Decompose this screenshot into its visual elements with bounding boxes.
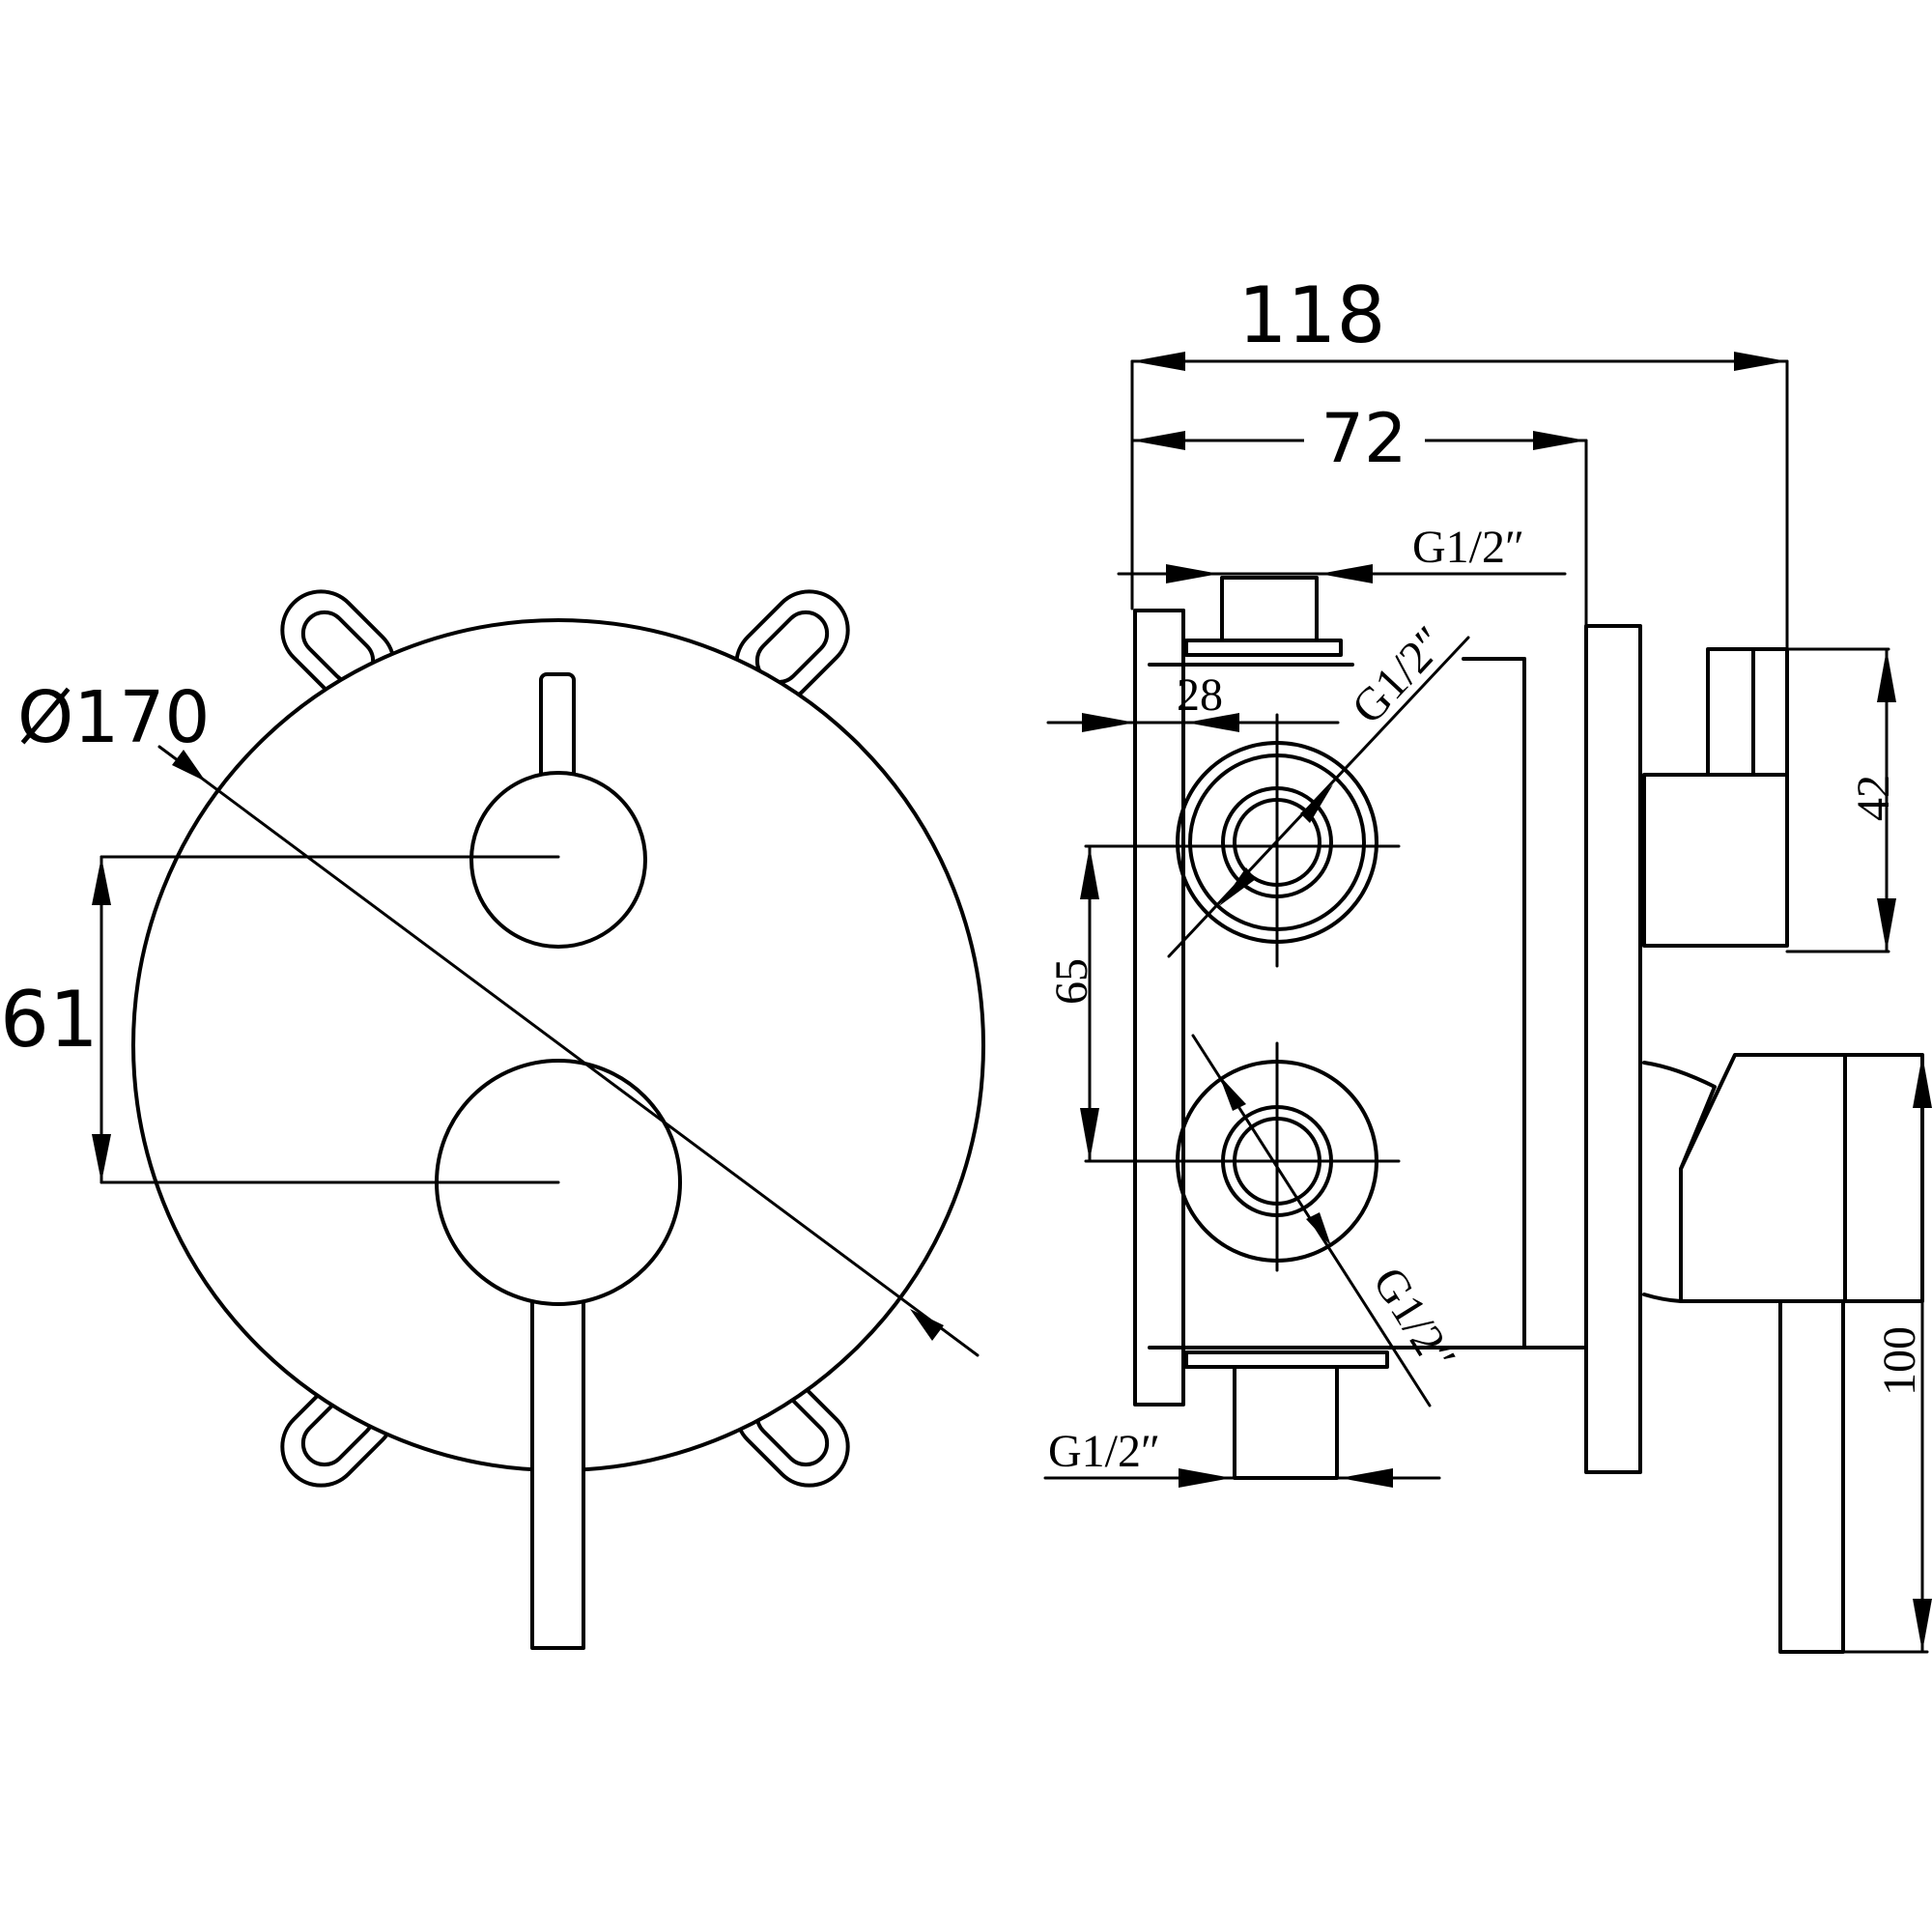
diverter-knob-stem <box>1706 647 1789 777</box>
thread-upper-right-label: G1/2″ <box>1342 617 1456 734</box>
top-port-pipe <box>1220 576 1319 642</box>
thread-lower-right-label: G1/2″ <box>1363 1259 1465 1380</box>
vertical-spacing-label: 65 <box>1046 958 1097 1005</box>
leader-thread-upper <box>1167 636 1470 958</box>
bottom-port-flange <box>1184 1350 1389 1369</box>
top-knob <box>469 771 647 949</box>
thread-bottom-label: G1/2″ <box>1048 1426 1160 1477</box>
arrow-61-bottom <box>92 1134 111 1182</box>
mixer-lever-cap <box>1642 1061 1717 1303</box>
mixer-lever-head <box>1679 1053 1924 1303</box>
label-background-72 <box>1304 398 1425 466</box>
knob-height-label: 42 <box>1848 775 1899 821</box>
side-view: 118 72 <box>1043 270 1932 1654</box>
diameter-label: Ø170 <box>17 676 211 759</box>
arrow-61-top <box>92 857 111 905</box>
valve-body-wall <box>1133 609 1185 1406</box>
diameter-line <box>157 745 980 1357</box>
lower-port <box>1084 1041 1401 1272</box>
arrow-72-right <box>1533 431 1586 450</box>
diverter-knob-body <box>1642 773 1789 948</box>
front-view: Ø170 61 <box>0 589 985 1650</box>
lever-height-label: 100 <box>1874 1326 1925 1396</box>
mounting-plate <box>1584 624 1642 1474</box>
body-depth-label: 72 <box>1321 399 1406 478</box>
diameter-arrow-upper <box>172 750 206 781</box>
top-port-flange <box>1184 639 1343 657</box>
arrow-118-left <box>1132 352 1185 371</box>
thread-top-label: G1/2″ <box>1412 522 1524 573</box>
bottom-lever <box>530 1298 585 1650</box>
upper-port <box>1084 713 1401 968</box>
diameter-arrow-lower <box>910 1309 944 1341</box>
offset-label: 28 <box>1177 669 1223 721</box>
arrow-118-right <box>1734 352 1787 371</box>
overall-depth-label: 118 <box>1238 270 1386 360</box>
mixer-lever-handle <box>1778 1299 1845 1654</box>
arrow-72-left <box>1132 431 1185 450</box>
spacing-label: 61 <box>0 975 99 1065</box>
bottom-port-pipe <box>1233 1365 1339 1480</box>
